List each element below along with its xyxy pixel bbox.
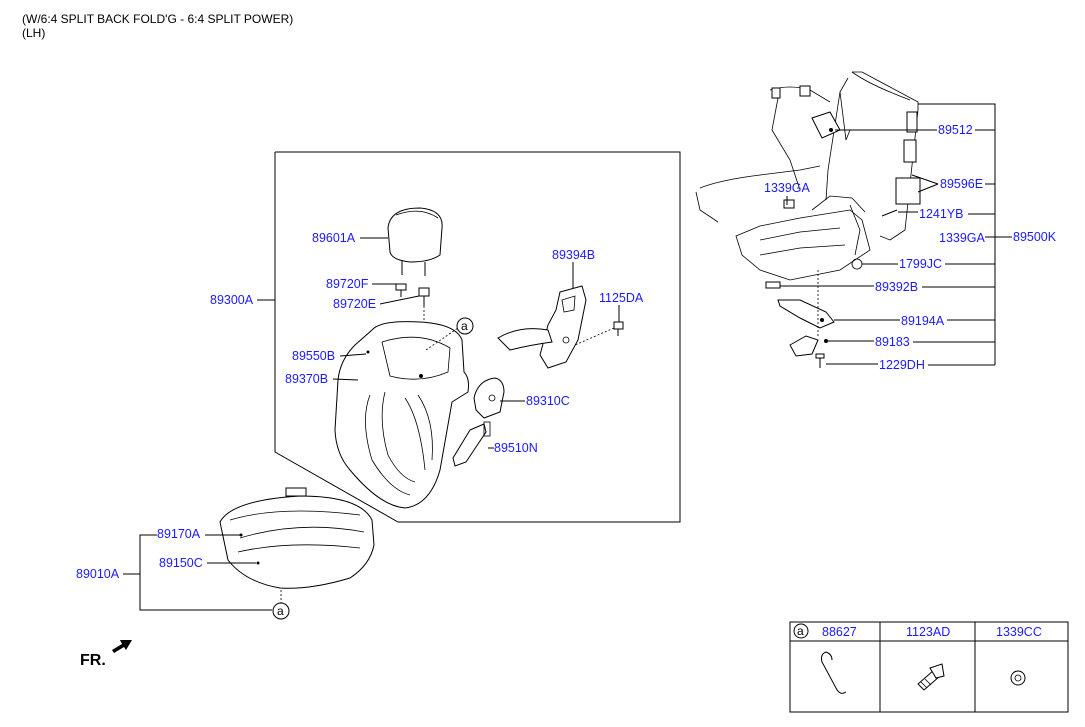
label-89394B[interactable]: 89394B (552, 248, 595, 262)
label-89500K[interactable]: 89500K (1013, 230, 1057, 244)
seatback-cushion-drawing (334, 321, 469, 509)
leader-marker-a-upper (425, 327, 459, 351)
parts-table (789, 621, 1069, 713)
parts-table-marker-text: a (797, 624, 804, 638)
label-1799JC[interactable]: 1799JC (899, 257, 942, 271)
parts-table-col-1[interactable]: 88627 (822, 625, 857, 639)
label-89300A[interactable]: 89300A (210, 293, 254, 307)
marker-a-upper-text: a (461, 319, 468, 333)
leader-89550B (339, 353, 367, 357)
leader-89596E-a (911, 174, 939, 185)
wire-clip-icon (821, 651, 847, 694)
label-1229DH[interactable]: 1229DH (879, 358, 925, 372)
label-89510N[interactable]: 89510N (494, 441, 538, 455)
label-89183[interactable]: 89183 (875, 335, 910, 349)
parts-table-col-2[interactable]: 1123AD (906, 625, 950, 639)
front-arrow-icon (112, 640, 132, 653)
front-indicator-text: FR. (80, 652, 106, 669)
bolt-1241YB (881, 209, 898, 217)
label-89150C[interactable]: 89150C (159, 556, 203, 570)
label-89392B[interactable]: 89392B (875, 280, 918, 294)
header-line-2: (LH) (22, 26, 45, 40)
bracket-89010A (139, 534, 272, 611)
parts-table-col-3[interactable]: 1339CC (996, 625, 1042, 639)
bolt-icon (917, 663, 945, 691)
seat-frame-drawing (695, 71, 921, 368)
label-1241YB[interactable]: 1241YB (919, 207, 963, 221)
seat-cushion-drawing (219, 487, 375, 589)
seatback-group-frame (274, 151, 681, 523)
label-89596E[interactable]: 89596E (940, 177, 983, 191)
bolt-1125DA-drawing (574, 321, 624, 346)
label-89310C[interactable]: 89310C (526, 394, 570, 408)
label-89720E[interactable]: 89720E (333, 297, 376, 311)
label-89010A[interactable]: 89010A (76, 567, 120, 581)
trim-89310C-drawing (473, 377, 505, 419)
marker-a-lower (272, 602, 290, 620)
header-line-1: (W/6:4 SPLIT BACK FOLD'G - 6:4 SPLIT POW… (22, 12, 293, 26)
label-1125DA[interactable]: 1125DA (599, 291, 644, 305)
label-89512[interactable]: 89512 (938, 123, 973, 137)
label-89370B[interactable]: 89370B (285, 372, 328, 386)
headrest-drawing (387, 207, 443, 276)
bracket-89500K (918, 103, 996, 365)
label-89194A[interactable]: 89194A (901, 314, 945, 328)
leader-89720E (379, 295, 420, 305)
parts-table-marker (793, 623, 809, 639)
marker-a-upper (456, 317, 474, 335)
label-89720F[interactable]: 89720F (326, 277, 369, 291)
marker-a-lower-text: a (277, 604, 284, 618)
label-89550B[interactable]: 89550B (292, 349, 335, 363)
leader-89596E-b (917, 183, 939, 193)
bracket-89394B-drawing (497, 285, 587, 369)
latch-89510N-drawing (452, 421, 491, 467)
label-1339GA-right[interactable]: 1339GA (939, 231, 986, 245)
nut-icon (1010, 670, 1026, 686)
label-1339GA-left[interactable]: 1339GA (764, 181, 811, 195)
label-89601A[interactable]: 89601A (312, 231, 356, 245)
label-89170A[interactable]: 89170A (157, 527, 201, 541)
leader-89370B (332, 378, 359, 381)
